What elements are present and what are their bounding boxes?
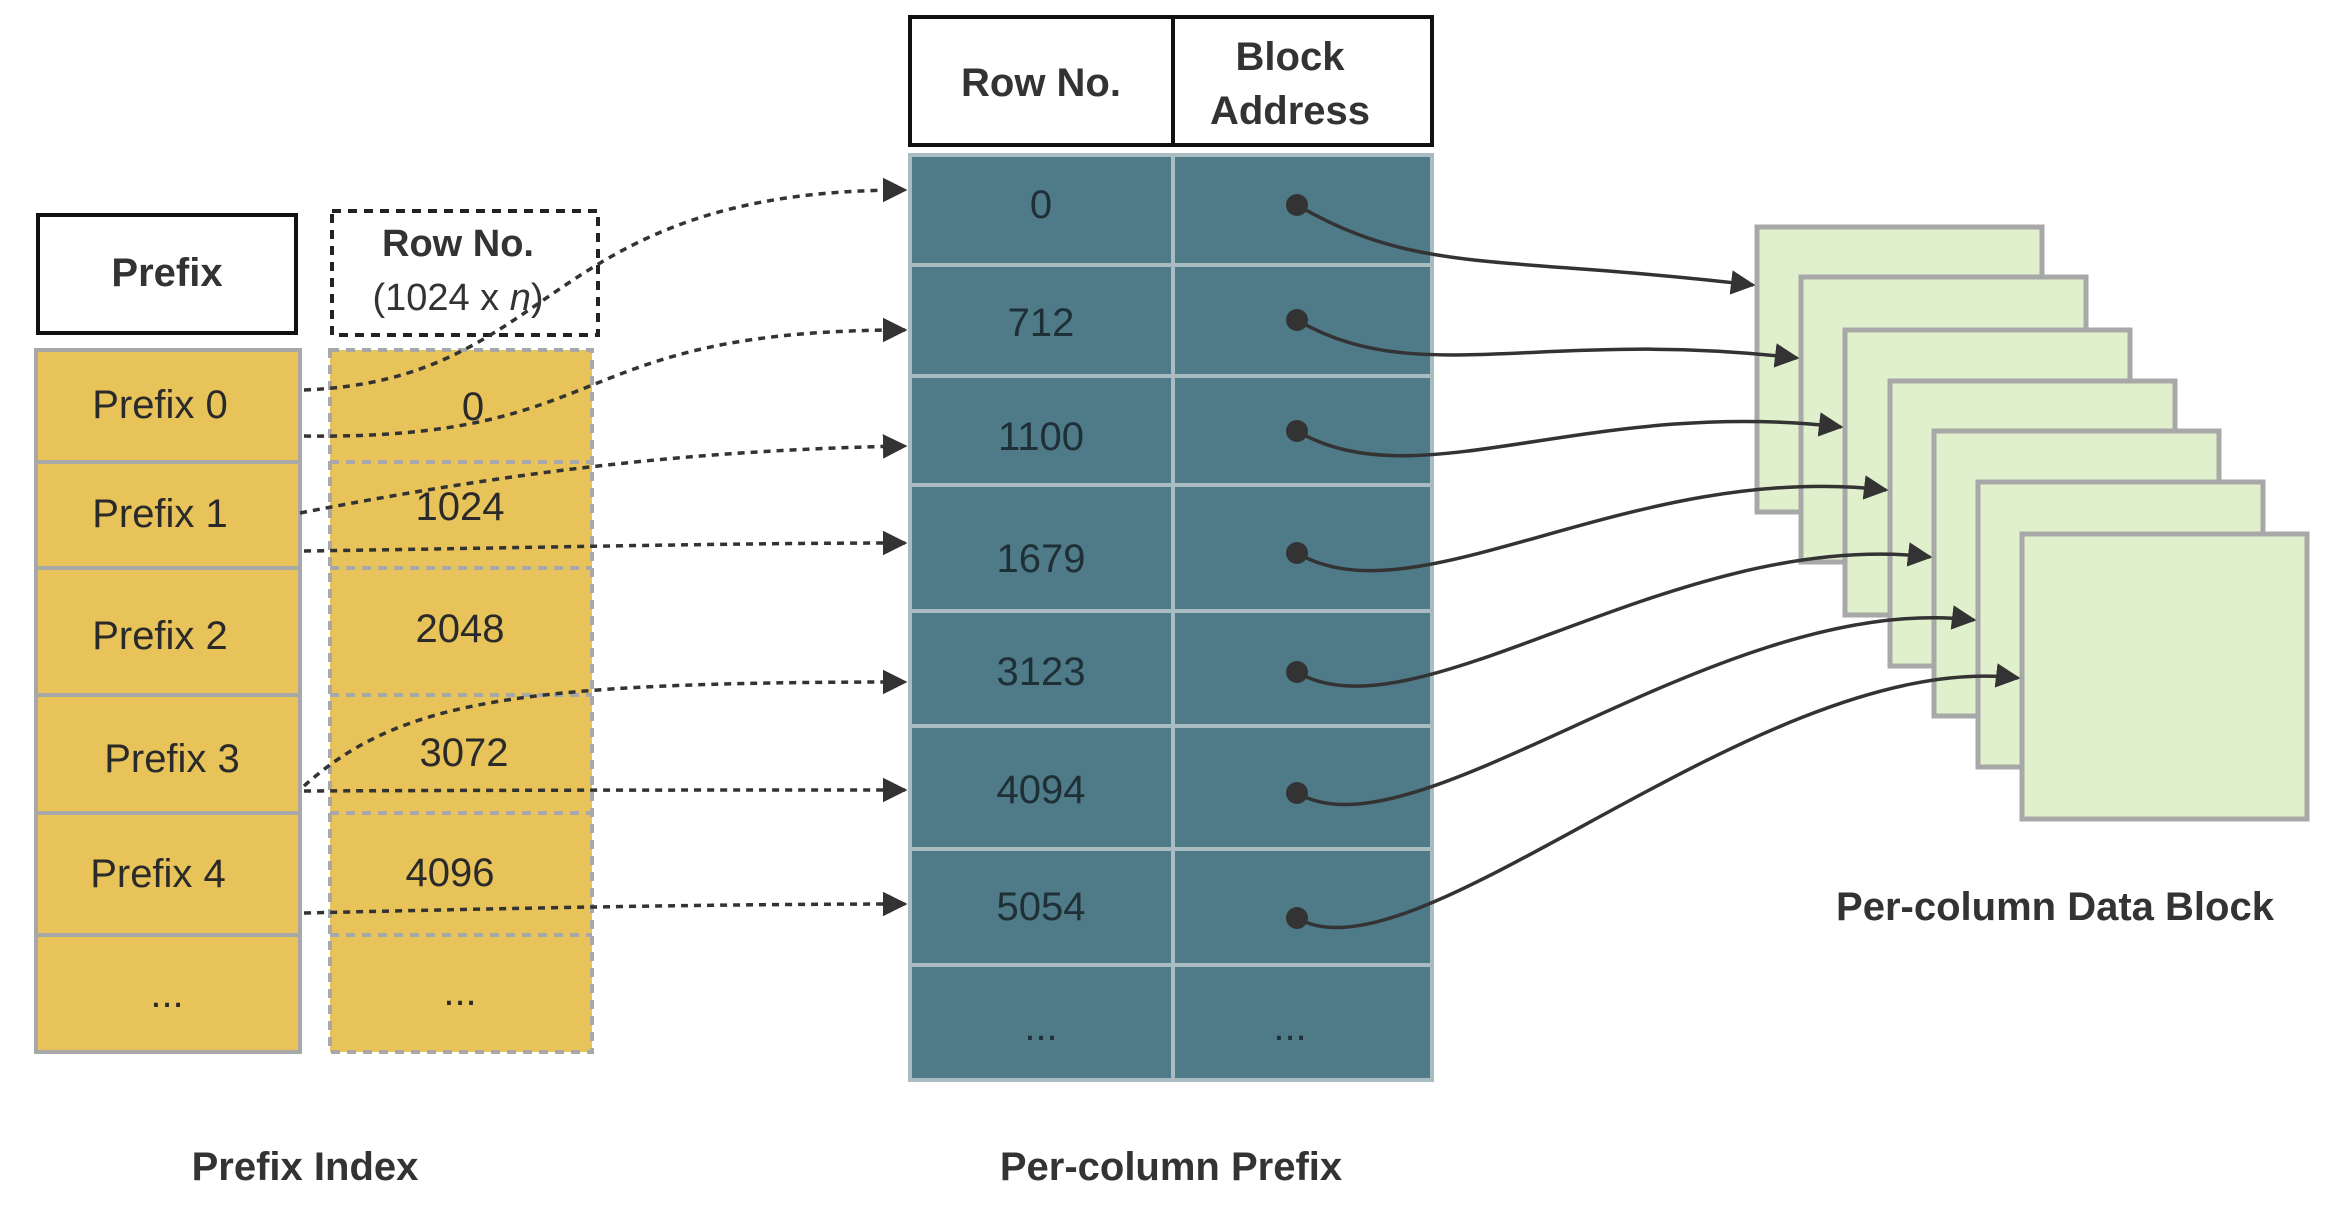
data-block — [2019, 531, 2310, 822]
pcp-rowno-cell: 1679 — [997, 537, 1086, 581]
prefix-cell: Prefix 1 — [92, 492, 228, 536]
pcp-rowno-cell: 4094 — [997, 768, 1086, 812]
rowno-cell: ... — [443, 970, 476, 1014]
dashed-link — [299, 434, 908, 515]
dashed-link — [303, 891, 908, 917]
rowno-cell: 2048 — [416, 607, 505, 651]
prefix-cell: Prefix 0 — [92, 383, 228, 427]
pcp-block-header-line1: Block — [1236, 35, 1346, 79]
dashed-link — [302, 669, 908, 788]
pointer-link — [1296, 412, 1844, 458]
rowno-header-label: Row No. — [382, 223, 534, 265]
prefix-cell: Prefix 3 — [104, 737, 240, 781]
pcp-rowno-cell: 0 — [1030, 183, 1052, 227]
prefix-cell: ... — [150, 972, 183, 1016]
per-column-prefix: Row No. Block Address 0 712 1100 1679 3123 40… — [908, 15, 1434, 1189]
pcp-block-cell: ... — [1273, 1005, 1306, 1049]
prefix-index-caption: Prefix Index — [192, 1145, 419, 1189]
pcp-rows: 0 712 1100 1679 3123 4094 5054...... — [910, 155, 1432, 1080]
prefix-to-row-links — [299, 177, 908, 917]
address-to-block-links — [1296, 203, 2021, 930]
prefix-column — [34, 348, 302, 1054]
pointer-link — [1296, 318, 1800, 368]
pointer-link — [1296, 663, 2021, 930]
rowno-cell: 4096 — [406, 851, 495, 895]
pcp-rowno-cell: 1100 — [998, 415, 1084, 459]
rowno-cell: 0 — [462, 385, 484, 429]
pcp-rowno-cell: 712 — [1008, 301, 1075, 345]
dashed-link — [303, 777, 908, 803]
pointer-link — [1296, 542, 1933, 688]
prefix-cell: Prefix 2 — [92, 614, 228, 658]
pointer-link — [1296, 203, 1756, 295]
data-block-caption: Per-column Data Block — [1836, 885, 2275, 929]
pcp-caption: Per-column Prefix — [1000, 1145, 1342, 1189]
rowno-header-formula: (1024 x n) — [372, 277, 543, 319]
pcp-rowno-cell: 3123 — [997, 650, 1086, 694]
prefix-rowno-column — [328, 348, 594, 1054]
prefix-header-box — [36, 213, 298, 335]
pcp-rowno-cell: ... — [1024, 1005, 1057, 1049]
data-blocks: Per-column Data Block — [1754, 224, 2310, 929]
dashed-link — [303, 177, 908, 392]
prefix-header-label: Prefix — [111, 251, 222, 295]
pcp-rowno-cell: 5054 — [997, 885, 1086, 929]
rowno-cell: 3072 — [420, 731, 509, 775]
pcp-block-header-line2: Address — [1210, 89, 1370, 133]
prefix-cell: Prefix 4 — [90, 852, 226, 896]
pcp-rowno-header: Row No. — [961, 61, 1121, 105]
rowno-cell: 1024 — [416, 485, 505, 529]
dashed-link — [303, 530, 908, 556]
pointer-link — [1296, 475, 1889, 573]
pointer-link — [1296, 605, 1977, 807]
rowno-header-box — [330, 209, 600, 337]
